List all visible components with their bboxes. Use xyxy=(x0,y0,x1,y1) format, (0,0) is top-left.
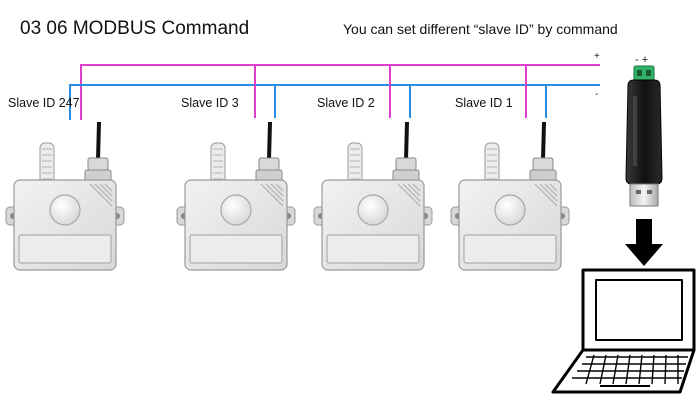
sensor-device xyxy=(176,65,296,271)
arrow-down-icon xyxy=(625,219,663,266)
diagram-title: 03 06 MODBUS Command xyxy=(20,18,250,39)
sensor-device xyxy=(450,65,570,271)
label-panel xyxy=(463,234,557,264)
light-sensor-dome xyxy=(494,194,526,226)
label-panel xyxy=(326,234,420,264)
cable-gland xyxy=(258,157,280,171)
label-panel xyxy=(18,234,112,264)
cable-gland xyxy=(395,157,417,171)
sensor-device xyxy=(5,121,125,271)
bus-plus-line xyxy=(80,64,600,120)
label-panel xyxy=(189,234,283,264)
usb-rs485-adapter-icon xyxy=(625,65,663,207)
adapter-terminal-label: - + xyxy=(635,54,649,66)
diagram-subtitle: You can set different “slave ID” by comm… xyxy=(343,21,618,37)
sensor-cable xyxy=(541,121,546,161)
sensor-cable xyxy=(404,121,409,161)
sensor-cable xyxy=(96,121,101,161)
bus-minus-label: - xyxy=(595,89,599,100)
cable-gland xyxy=(87,157,109,171)
cable-gland xyxy=(532,157,554,171)
slave-label-247: Slave ID 247 xyxy=(8,96,80,110)
light-sensor-dome xyxy=(357,194,389,226)
sensor-device xyxy=(313,65,433,271)
bus-plus-label: + xyxy=(594,51,600,62)
sensor-cable xyxy=(267,121,272,161)
slave-label-3: Slave ID 3 xyxy=(181,96,239,110)
slave-label-1: Slave ID 1 xyxy=(455,96,513,110)
light-sensor-dome xyxy=(49,194,81,226)
slave-label-2: Slave ID 2 xyxy=(317,96,375,110)
light-sensor-dome xyxy=(220,194,252,226)
laptop-icon xyxy=(551,268,696,394)
bus-minus-line xyxy=(69,84,600,120)
